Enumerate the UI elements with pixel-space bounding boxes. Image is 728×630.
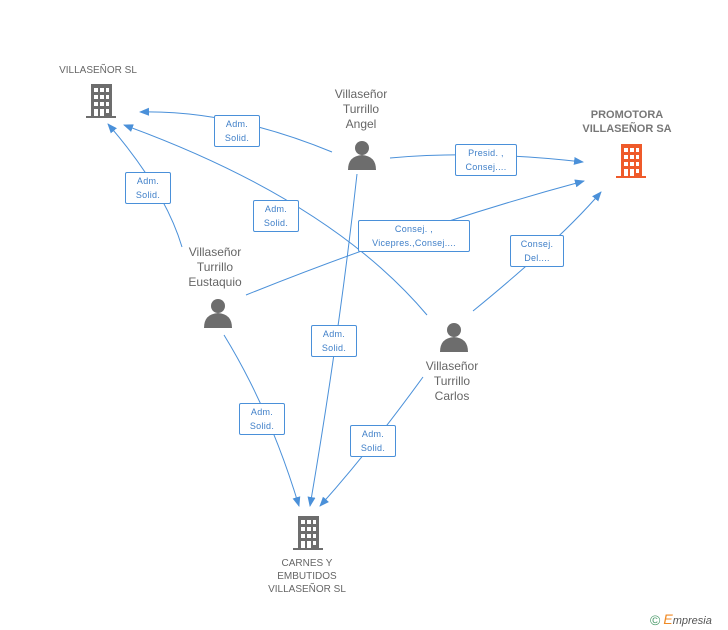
building-icon[interactable] xyxy=(293,516,323,550)
empresia-logo-e: E xyxy=(663,611,673,627)
node-label-villasenor-sl[interactable]: VILLASEÑOR SL xyxy=(59,65,137,76)
empresia-footer: © Empresia xyxy=(650,611,712,628)
node-label-carlos[interactable]: Villaseñor Turrillo Carlos xyxy=(425,359,479,403)
edge-label-angel-villasenor[interactable]: Adm. Solid. xyxy=(214,115,260,147)
edge-label-carlos-villasenor[interactable]: Adm. Solid. xyxy=(253,200,299,232)
edge-label-carlos-carnes[interactable]: Adm. Solid. xyxy=(350,425,396,457)
edge-label-eustaquio-promotora[interactable]: Consej. , Vicepres.,Consej.... xyxy=(358,220,470,252)
building-icon[interactable] xyxy=(616,144,646,178)
edge-label-eustaquio-villasenor[interactable]: Adm. Solid. xyxy=(125,172,171,204)
node-label-angel[interactable]: Villaseñor Turrillo Angel xyxy=(334,87,388,131)
edge-label-angel-promotora[interactable]: Presid. , Consej.... xyxy=(455,144,517,176)
node-label-promotora[interactable]: PROMOTORA VILLASEÑOR SA xyxy=(582,109,672,135)
building-icon[interactable] xyxy=(86,84,116,118)
empresia-logo-text: mpresia xyxy=(672,615,712,627)
edge-label-eustaquio-carnes[interactable]: Adm. Solid. xyxy=(239,403,285,435)
person-icon[interactable] xyxy=(204,299,232,328)
edge-label-carlos-promotora[interactable]: Consej. Del.... xyxy=(510,235,564,267)
edge-label-angel-carnes[interactable]: Adm. Solid. xyxy=(311,325,357,357)
node-label-carnes[interactable]: CARNES Y EMBUTIDOS VILLASEÑOR SL xyxy=(268,558,346,595)
edge-carlos-villasenor xyxy=(123,124,428,316)
copyright-icon: © xyxy=(650,612,661,628)
person-icon[interactable] xyxy=(348,141,376,170)
node-label-eustaquio[interactable]: Villaseñor Turrillo Eustaquio xyxy=(188,245,242,289)
person-icon[interactable] xyxy=(440,323,468,352)
